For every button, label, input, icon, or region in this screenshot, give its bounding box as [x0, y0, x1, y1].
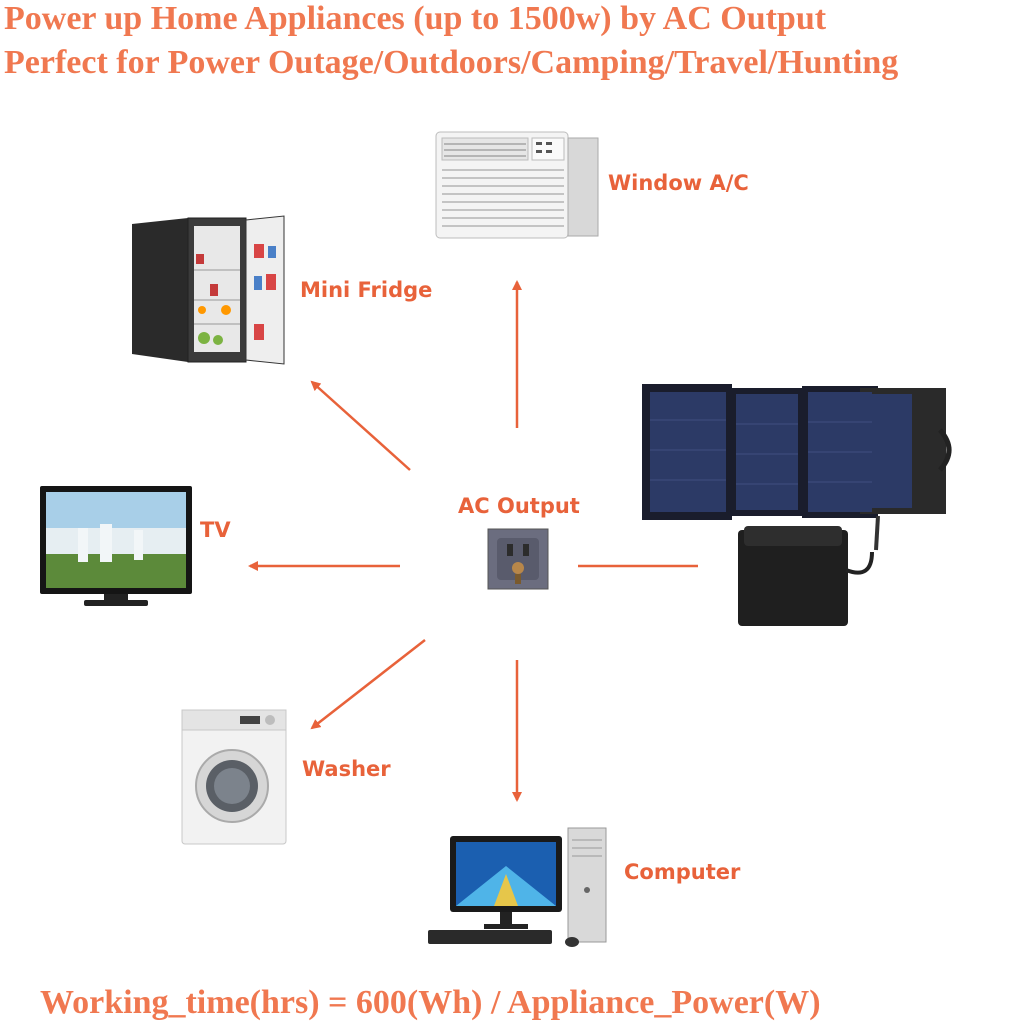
- solar-panel-battery-image: [642, 384, 952, 626]
- mini-fridge-image: [132, 215, 285, 365]
- headline-line-1: Power up Home Appliances (up to 1500w) b…: [4, 0, 827, 37]
- label-washer: Washer: [302, 757, 391, 781]
- computer-image: [428, 827, 607, 947]
- arrow-to-mini-fridge: [310, 380, 411, 471]
- tv-image: [40, 486, 192, 606]
- washer-image: [181, 709, 287, 845]
- label-ac-output: AC Output: [458, 494, 580, 518]
- working-time-formula: Working_time(hrs) = 600(Wh) / Appliance_…: [40, 984, 821, 1021]
- arrow-to-washer: [310, 639, 426, 730]
- window-ac-image: [435, 131, 599, 239]
- headline-line-2: Perfect for Power Outage/Outdoors/Campin…: [4, 44, 899, 81]
- ac-outlet-icon: [487, 528, 549, 590]
- label-mini-fridge: Mini Fridge: [300, 278, 433, 302]
- label-computer: Computer: [624, 860, 741, 884]
- label-tv: TV: [200, 518, 231, 542]
- label-window-ac: Window A/C: [608, 171, 749, 195]
